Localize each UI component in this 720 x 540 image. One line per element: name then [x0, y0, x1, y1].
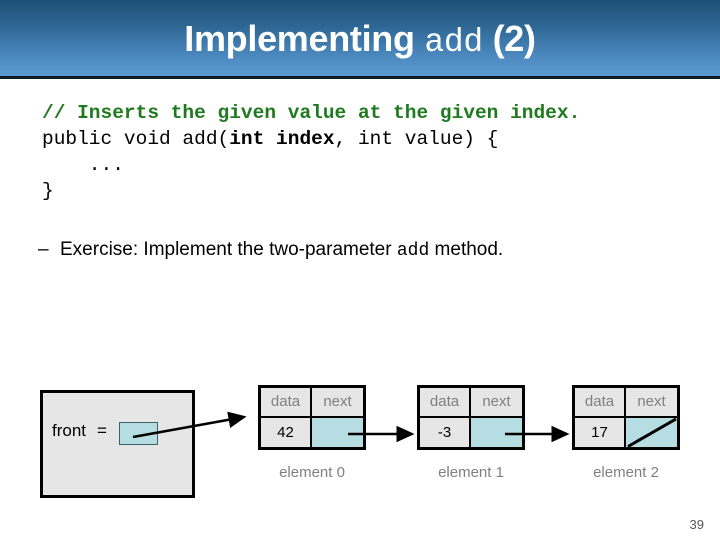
exercise-bullet: –Exercise: Implement the two-parameter a…: [38, 236, 503, 265]
node-value-row: 17: [575, 417, 677, 448]
page-title-main: Implementing: [184, 18, 415, 59]
node-header-row: data next: [575, 388, 677, 418]
node-header-next: next: [637, 393, 666, 411]
list-node-2: data next 17: [572, 385, 680, 450]
node-data-value: 42: [261, 417, 312, 447]
element-label-1: element 1: [438, 464, 504, 481]
node-next-pointer: [312, 417, 363, 447]
page-number: 39: [689, 517, 704, 532]
bullet-dash-icon: –: [38, 239, 49, 260]
null-pointer-slash-icon: [626, 418, 677, 448]
list-node-1: data next -3: [417, 385, 525, 450]
code-signature-highlight: int index: [229, 128, 335, 150]
page-title: Implementing add (2): [0, 17, 720, 65]
front-variable-label: front: [52, 421, 87, 440]
page-title-method-name: add: [424, 24, 483, 61]
node-header-next: next: [482, 393, 511, 411]
node-next-null-pointer: [626, 417, 677, 448]
front-variable-box: [40, 390, 195, 498]
code-body-ellipsis: ...: [42, 154, 124, 176]
node-header-data: data: [261, 388, 312, 416]
node-header-row: data next: [261, 388, 363, 418]
node-header-next: next: [323, 393, 352, 411]
node-value-row: -3: [420, 417, 522, 447]
code-snippet: // Inserts the given value at the given …: [42, 100, 580, 204]
node-next-pointer: [471, 417, 522, 447]
node-data-value: -3: [420, 417, 471, 447]
page-title-part-number: (2): [492, 18, 536, 59]
code-comment-line: // Inserts the given value at the given …: [42, 102, 581, 124]
exercise-text-prefix: Exercise: Implement the two-parameter: [60, 239, 397, 260]
node-header-data: data: [575, 388, 626, 416]
code-signature-suffix: , int value) {: [334, 128, 499, 150]
exercise-text-suffix: method.: [429, 239, 504, 260]
front-reference-cell: [119, 422, 158, 445]
slide-header-banner: Implementing add (2): [0, 0, 720, 79]
code-closing-brace: }: [42, 180, 54, 202]
exercise-method-name: add: [396, 241, 430, 261]
front-equals-sign: =: [97, 421, 107, 440]
list-node-0: data next 42: [258, 385, 366, 450]
element-label-0: element 0: [279, 464, 345, 481]
code-signature-prefix: public void add(: [42, 128, 230, 150]
node-data-value: 17: [575, 417, 626, 447]
node-value-row: 42: [261, 417, 363, 447]
element-label-2: element 2: [593, 464, 659, 481]
node-header-data: data: [420, 388, 471, 416]
node-header-row: data next: [420, 388, 522, 418]
